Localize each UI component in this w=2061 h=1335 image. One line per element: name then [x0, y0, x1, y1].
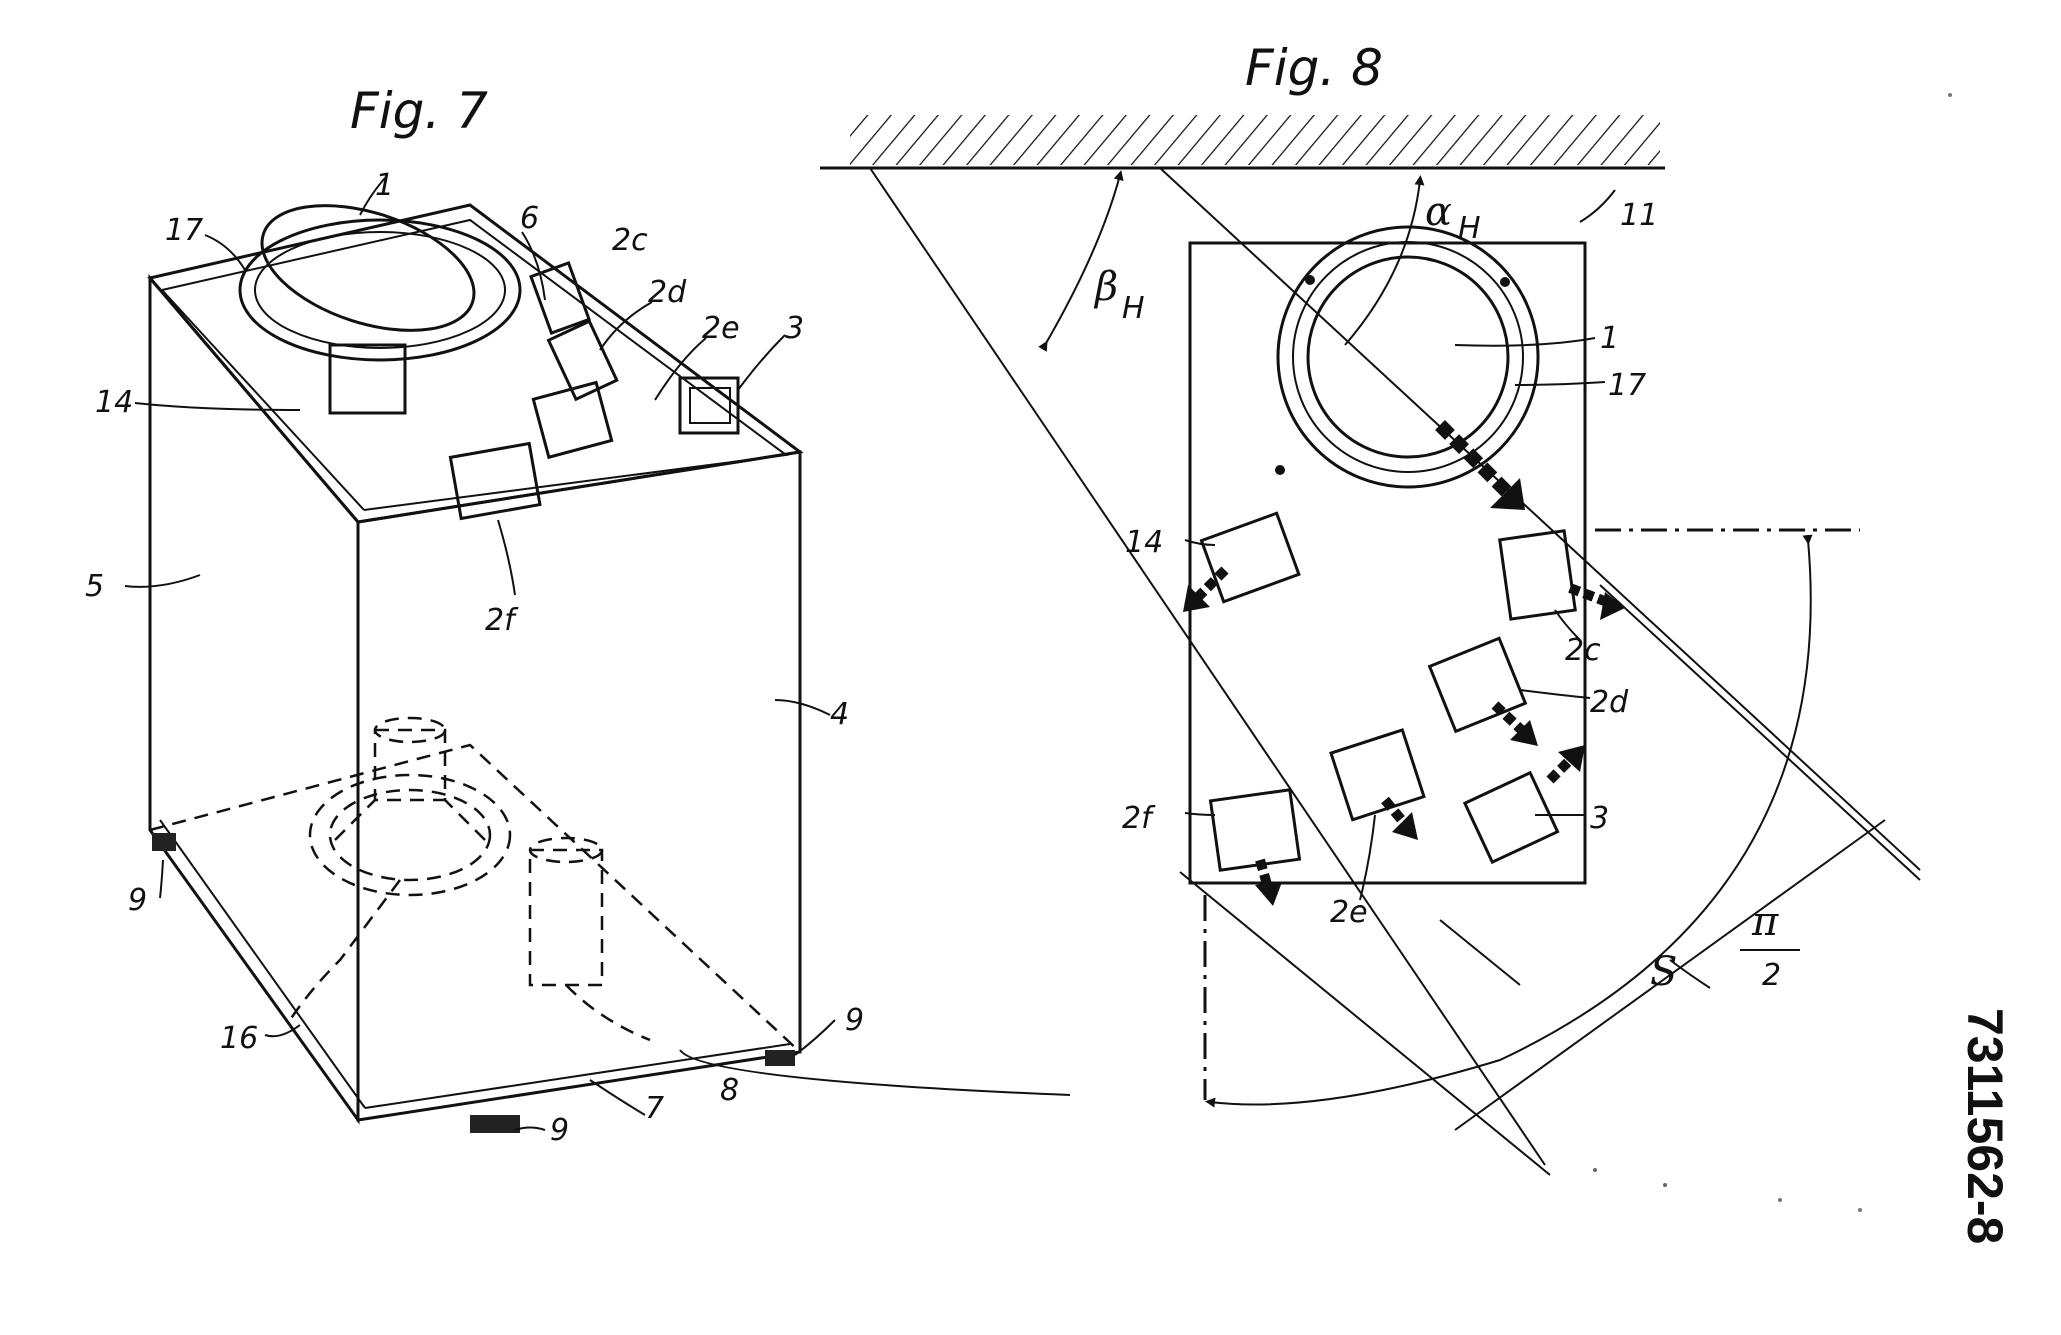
- fig7-label-7: 7: [645, 1091, 664, 1126]
- speaker-2f: [1208, 788, 1302, 872]
- cabinet-plan: [1188, 241, 1587, 885]
- fig8-leaders: [1184, 189, 1800, 989]
- fig8-title: Fig. 8: [1245, 39, 1383, 97]
- fig7-label-8: 8: [720, 1073, 739, 1108]
- fig8-label-17: 17: [1608, 368, 1646, 403]
- foot: [152, 833, 176, 851]
- figure-7: Fig. 7: [85, 82, 1071, 1148]
- radiation-arrows: [1183, 420, 1625, 906]
- top-speakers: [238, 204, 740, 521]
- fig7-label-2f: 2f: [485, 603, 519, 638]
- fig8-label-2f: 2f: [1122, 801, 1156, 836]
- speaker-frame-17: [1276, 225, 1540, 489]
- speaker-2d: [1427, 636, 1528, 734]
- foot: [765, 1050, 795, 1066]
- fig8-label-2c: 2c: [1565, 633, 1601, 668]
- fig7-label-14: 14: [95, 385, 133, 420]
- fig7-label-5: 5: [85, 569, 104, 604]
- tweeter-2e: [531, 380, 614, 460]
- speaker-2e: [1329, 728, 1426, 822]
- fig8-label-11: 11: [1620, 198, 1658, 233]
- fig7-label-1: 1: [375, 168, 394, 203]
- beta-arc: [1038, 170, 1124, 352]
- fig7-leaders: [124, 177, 1071, 1131]
- main-speaker-1: [1306, 255, 1510, 459]
- tweeter-2d: [546, 319, 619, 402]
- quarter-arc: [1205, 534, 1813, 1108]
- fig7-label-3: 3: [785, 311, 804, 346]
- speaker-3: [1462, 770, 1560, 865]
- fig8-label-2d: 2d: [1590, 685, 1629, 720]
- alpha-subscript: H: [1458, 211, 1481, 246]
- fig7-label-2c: 2c: [612, 223, 648, 258]
- fig7-label-9-bottom: 9: [550, 1113, 569, 1148]
- foot: [470, 1115, 520, 1133]
- alpha-symbol: α: [1425, 189, 1452, 235]
- fig7-label-6: 6: [520, 201, 539, 236]
- speaker-14: [1199, 511, 1301, 604]
- fig8-label-2e: 2e: [1330, 895, 1368, 930]
- hidden-cylinder: [528, 848, 604, 987]
- hidden-woofer: [308, 773, 512, 897]
- document-number: 7311562-8: [1957, 1008, 2013, 1244]
- beta-symbol: β: [1093, 264, 1118, 310]
- alpha-arc: [1344, 175, 1425, 346]
- axis-beta: [869, 167, 1546, 1166]
- fig7-label-17: 17: [165, 213, 203, 248]
- main-speaker-mesh: [260, 204, 476, 332]
- fig8-label-1: 1: [1600, 321, 1619, 356]
- small-speakers: [1199, 511, 1577, 872]
- figure-8: Fig. 8: [820, 39, 1952, 1212]
- hidden-base-outline: [149, 743, 801, 1053]
- fig7-label-2d: 2d: [648, 275, 687, 310]
- wall-hatching: [850, 115, 1660, 165]
- pi-denominator: 2: [1762, 958, 1781, 993]
- fig8-label-14: 14: [1125, 525, 1163, 560]
- cabinet-top-face: [147, 203, 804, 524]
- fig7-label-9-right: 9: [845, 1003, 864, 1038]
- fig7-title: Fig. 7: [350, 82, 488, 140]
- pi-symbol: π: [1751, 899, 1779, 945]
- tweeter-2c: [529, 261, 591, 335]
- tweeter-3: [678, 376, 740, 435]
- tweeter-2f: [448, 441, 542, 521]
- fig7-label-4: 4: [830, 697, 849, 732]
- fig7-label-9-left: 9: [128, 883, 147, 918]
- cabinet-front-face: [356, 450, 802, 1122]
- beta-subscript: H: [1122, 291, 1145, 326]
- label-s: S: [1650, 949, 1677, 995]
- cabinet-left-face: [148, 273, 360, 1125]
- fig7-label-16: 16: [220, 1021, 258, 1056]
- speaker-2c: [1498, 529, 1577, 621]
- tweeter-14: [328, 343, 407, 415]
- cabinet: [147, 203, 804, 1133]
- fig7-label-2e: 2e: [702, 311, 740, 346]
- fig8-label-3: 3: [1590, 801, 1609, 836]
